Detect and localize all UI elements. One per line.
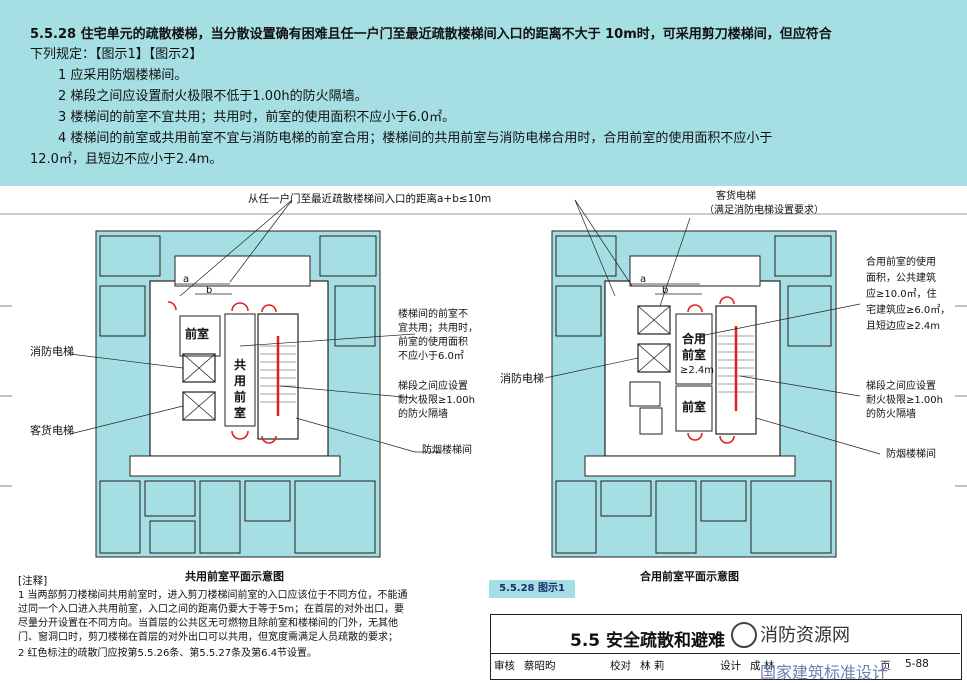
clause-item-3: 3 楼梯间的前室不宜共用；共用时，前室的使用面积不应小于6.0㎡。 xyxy=(58,110,456,125)
clause-item-2: 2 梯段之间应设置耐火极限不低于1.00h的防火隔墙。 xyxy=(58,89,368,104)
right-dim-b: b xyxy=(662,285,669,296)
watermark-text: 消防资源网 xyxy=(760,625,850,646)
left-room-front: 前室 xyxy=(185,327,210,341)
right-note-smoke: 防烟楼梯间 xyxy=(886,449,936,460)
left-label-freight-elevator: 客货电梯 xyxy=(30,424,74,437)
review-label: 审核 xyxy=(494,660,515,672)
clause-line-1: 5.5.28 住宅单元的疏散楼梯，当分散设置确有困难且任一户门至最近疏散楼梯间入… xyxy=(30,27,832,42)
right-note-area-5: 且短边应≥2.4m xyxy=(866,321,941,332)
left-label-fire-elevator: 消防电梯 xyxy=(30,345,74,358)
left-room-shared-3: 前 xyxy=(234,390,247,404)
note-line-5: 2 红色标注的疏散门应按第5.5.26条、第5.5.27条及第6.4节设置。 xyxy=(18,648,318,659)
left-note-wall-2: 耐火极限≥1.00h xyxy=(398,395,475,406)
left-note-shared-1: 楼梯间的前室不 xyxy=(398,309,468,320)
note-line-4: 门、窗洞口时，剪刀楼梯在首层的对外出口可以共用，但宽度需满足人员疏散的要求； xyxy=(18,632,398,643)
clause-header: 5.5.28 住宅单元的疏散楼梯，当分散设置确有困难且任一户门至最近疏散楼梯间入… xyxy=(0,0,967,186)
left-note-shared-3: 前室的使用面积 xyxy=(398,337,468,348)
plan-drawings xyxy=(0,199,967,558)
right-label-freight-1: 客货电梯 xyxy=(716,191,756,202)
design-label: 设计 xyxy=(720,660,741,672)
right-room-combined-2: 前室 xyxy=(682,348,707,362)
left-dim-b: b xyxy=(206,285,213,296)
page-number: 5-88 xyxy=(905,658,929,670)
left-room-shared-4: 室 xyxy=(234,406,247,420)
left-dim-a: a xyxy=(183,274,190,285)
right-room-front: 前室 xyxy=(682,400,707,414)
title-block-frame xyxy=(490,614,962,680)
clause-line-2: 下列规定：【图示1】【图示2】 xyxy=(30,47,203,62)
wechat-icon xyxy=(731,622,757,648)
right-note-wall-3: 的防火隔墙 xyxy=(866,409,916,420)
note-line-3: 尽量分开设置在不同方向。当首层的公共区无可燃物且除前室和楼梯间的门外，无其他 xyxy=(18,618,398,629)
right-dim-a: a xyxy=(640,274,647,285)
left-note-shared-4: 不应小于6.0㎡ xyxy=(398,351,464,362)
clause-item-4-cont: 12.0㎡，且短边不应小于2.4m。 xyxy=(30,152,223,167)
right-label-fire-elevator: 消防电梯 xyxy=(500,372,544,385)
right-label-freight-2: （满足消防电梯设置要求） xyxy=(704,205,824,216)
clause-item-1: 1 应采用防烟楼梯间。 xyxy=(58,68,188,83)
check-label: 校对 xyxy=(610,660,631,672)
right-room-combined-3: ≥2.4m xyxy=(680,365,715,376)
left-note-shared-2: 宜共用；共用时， xyxy=(398,323,478,334)
left-note-wall-1: 梯段之间应设置 xyxy=(398,381,468,392)
notes-heading: [注释] xyxy=(18,575,48,587)
left-room-shared-1: 共 xyxy=(234,358,247,372)
title-block: 5.5 安全疏散和避难 审核 蔡昭昀 校对 林 莉 设计 成 林 页 5-88 xyxy=(490,614,967,683)
right-note-area-2: 面积，公共建筑 xyxy=(866,273,936,284)
left-note-smoke: 防烟楼梯间 xyxy=(422,445,472,456)
title-block-title: 5.5 安全疏散和避难 xyxy=(570,631,726,651)
right-note-area-3: 应≥10.0㎡，住 xyxy=(866,289,937,300)
right-plan-caption: 合用前室平面示意图 xyxy=(640,570,739,583)
left-room-shared-2: 用 xyxy=(234,374,247,388)
note-line-2: 过同一个入口进入共用前室，入口之间的距离仍要大于等于5m；在首层的对外出口，要 xyxy=(18,604,405,615)
page-label: 页 xyxy=(880,660,891,672)
left-floor-plan xyxy=(69,199,440,558)
right-room-combined-1: 合用 xyxy=(682,332,707,346)
right-note-wall-2: 耐火极限≥1.00h xyxy=(866,395,943,406)
reviewer-name: 蔡昭昀 xyxy=(524,660,556,672)
right-note-wall-1: 梯段之间应设置 xyxy=(866,381,936,392)
watermark-text-2: 国家建筑标准设计 xyxy=(760,663,889,682)
left-distance-note: 从任一户门至最近疏散楼梯间入口的距离a+b≤10m xyxy=(248,193,492,205)
clause-item-4: 4 楼梯间的前室或共用前室不宜与消防电梯的前室合用；楼梯间的共用前室与消防电梯合… xyxy=(58,131,773,146)
plans-area: 从任一户门至最近疏散楼梯间入口的距离a+b≤10m a b 前室 共 用 前 室… xyxy=(0,186,967,586)
right-note-area-1: 合用前室的使用 xyxy=(866,257,936,268)
right-freight-elevator-shaft xyxy=(637,305,671,335)
checker-name: 林 莉 xyxy=(640,660,665,672)
right-note-area-4: 宅建筑应≥6.0㎡， xyxy=(866,305,951,316)
figure-tag: 5.5.28 图示1 xyxy=(489,580,575,598)
left-plan-caption: 共用前室平面示意图 xyxy=(185,570,284,583)
note-line-1: 1 当两部剪刀楼梯间共用前室时，进入剪刀楼梯间前室的入口应该位于不同方位，不能通 xyxy=(18,590,408,601)
right-floor-plan xyxy=(544,199,881,558)
designer-name: 成 林 xyxy=(750,660,775,672)
left-note-wall-3: 的防火隔墙 xyxy=(398,409,448,420)
